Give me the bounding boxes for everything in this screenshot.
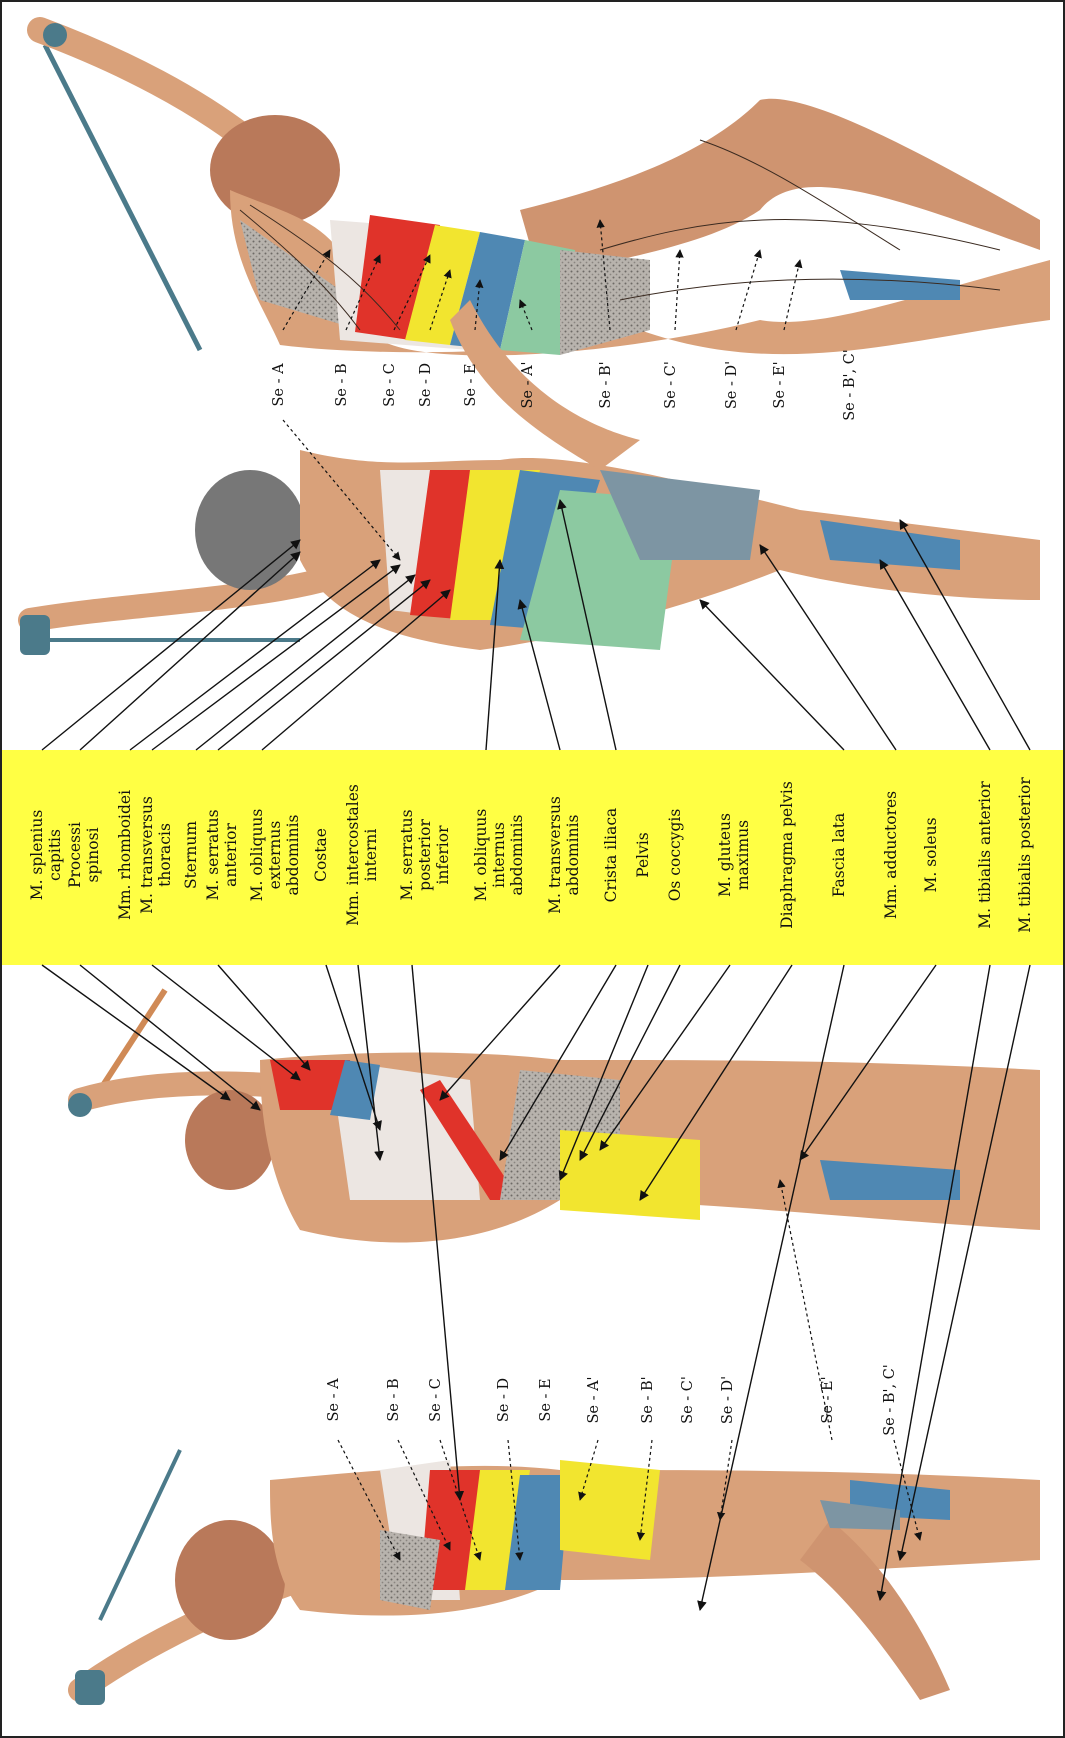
seg-top-C-prime: Se - C' <box>663 361 679 409</box>
label-sternum: Sternum <box>182 821 200 889</box>
label-tibialis-anterior: M. tibialis anterior <box>976 781 994 929</box>
label-gluteus-maximus: M. gluteusmaximus <box>716 813 752 897</box>
seg-bottom-C-prime: Se - C' <box>680 1376 696 1424</box>
seg-top-E-prime: Se - E' <box>772 361 788 408</box>
head <box>185 1090 275 1190</box>
hand-strap <box>20 615 50 655</box>
label-soleus: M. soleus <box>922 817 940 892</box>
label-costae: Costae <box>312 828 330 882</box>
label-diaphragma-pelvis: Diaphragma pelvis <box>778 781 796 929</box>
hand-strap <box>75 1670 105 1705</box>
seg-bottom-B-prime: Se - B' <box>640 1376 656 1423</box>
seg-bottom-D: Se - D <box>496 1378 512 1422</box>
seg-bottom-A: Se - A <box>326 1378 342 1422</box>
label-rhomboidei: Mm. rhomboidei <box>116 790 134 920</box>
gluteal-yellow <box>560 1460 660 1560</box>
shin-blue <box>840 270 960 300</box>
head <box>175 1520 285 1640</box>
segment-labels-bottom: Se - A Se - B Se - C Se - D Se - E Se - … <box>326 1364 898 1436</box>
hand-strap <box>43 23 67 47</box>
seg-top-A-prime: Se - A' <box>520 361 536 408</box>
seg-top-E: Se - E <box>463 363 479 406</box>
label-pelvis: Pelvis <box>634 832 652 878</box>
label-tibialis-posterior: M. tibialis posterior <box>1016 777 1034 933</box>
seg-top-B: Se - B <box>334 363 350 406</box>
resistance-band <box>100 1450 180 1620</box>
label-os-coccygis: Os coccygis <box>666 809 684 902</box>
seg-bottom-B: Se - B <box>386 1378 402 1421</box>
breast-region <box>380 1530 440 1610</box>
seg-bottom-D-prime: Se - D' <box>720 1376 736 1424</box>
label-obliquus-internus: M. obliquusinternusabdominis <box>472 809 526 902</box>
label-processi-spinosi: Processispinosi <box>66 822 102 888</box>
label-obliquus-externus: M. obliquusexternusabdominis <box>248 809 302 902</box>
seg-bottom-BC-prime: Se - B', C' <box>882 1364 898 1436</box>
seg-top-BC-prime: Se - B', C' <box>842 349 858 421</box>
label-crista-iliaca: Crista iliaca <box>602 808 620 903</box>
figure-top-right <box>40 23 1050 355</box>
seg-top-D: Se - D <box>418 363 434 407</box>
arm <box>40 30 260 150</box>
label-fascia-lata: Fascia lata <box>830 813 848 897</box>
gluteal-yellow <box>560 1130 700 1220</box>
seg-bottom-E-prime: Se - E' <box>820 1376 836 1423</box>
seg-top-C: Se - C <box>382 363 398 407</box>
seg-top-D-prime: Se - D' <box>724 361 740 409</box>
raised-leg <box>520 99 1040 280</box>
figure-bottom-right <box>68 990 1040 1242</box>
label-adductores: Mm. adductores <box>882 791 900 919</box>
seg-bottom-E: Se - E <box>538 1378 554 1421</box>
figure-bottom-left <box>75 1450 1040 1705</box>
hand-strap <box>68 1093 92 1117</box>
head <box>195 470 305 590</box>
seg-bottom-C: Se - C <box>428 1378 444 1422</box>
seg-bottom-A-prime: Se - A' <box>586 1376 602 1423</box>
seg-top-B-prime: Se - B' <box>598 361 614 408</box>
seg-top-A: Se - A <box>271 363 287 407</box>
